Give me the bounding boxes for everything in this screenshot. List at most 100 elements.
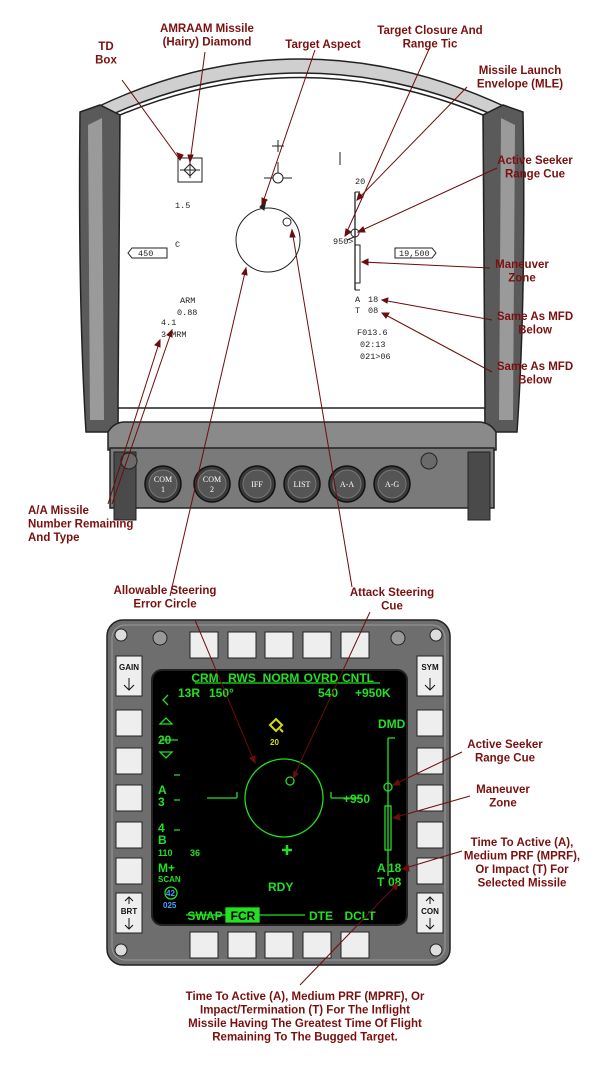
mfd-scale-up-icon <box>158 717 174 725</box>
arrow-missile-remaining-1 <box>154 338 161 348</box>
arrow-time-selected <box>400 864 410 872</box>
osb-left-3[interactable] <box>115 784 143 812</box>
leader-missile-remaining-2 <box>111 329 173 505</box>
brt-down-icon <box>124 918 134 930</box>
callout-amraam: AMRAAM Missile(Hairy) Diamond <box>160 23 254 49</box>
hud-button-list[interactable]: LIST <box>283 465 321 503</box>
osb-bottom-1[interactable] <box>189 931 219 959</box>
mfd-azimuth: 150° <box>209 686 234 700</box>
callout-line: Missile Launch <box>479 65 561 77</box>
hud-button-face <box>377 469 407 499</box>
mfd-assembly: GAIN SYM BRT CON <box>106 619 451 966</box>
hud-arm: ARM <box>180 296 195 306</box>
hud-fuel: F013.6 <box>357 328 388 338</box>
osb-left-5[interactable] <box>115 857 143 885</box>
callout-line: Selected Missile <box>478 878 567 890</box>
con-down-icon <box>425 918 435 930</box>
leader-asec-mfd <box>194 619 256 764</box>
leader-mle <box>356 86 468 201</box>
leader-lines <box>107 46 498 986</box>
callout-line: Time To Active (A), Medium PRF (MPRF), O… <box>186 991 425 1003</box>
osb-right-2[interactable] <box>416 747 444 775</box>
osb-top-1[interactable] <box>189 631 219 659</box>
leader-attack-hud <box>291 229 353 588</box>
hud-right-knob[interactable] <box>420 452 438 470</box>
arrow-maneuver-hud <box>360 258 369 266</box>
callout-line: Active Seeker <box>497 155 573 167</box>
arrow-mle <box>356 192 364 201</box>
hud-button-label: A-A <box>340 480 354 489</box>
mfd-bottom-label-fcr: FCR <box>231 909 256 923</box>
mfd-knob-tl[interactable] <box>152 630 168 646</box>
osb-bottom-2[interactable] <box>227 931 257 959</box>
hud-button-iff[interactable]: IFF <box>238 465 276 503</box>
callout-line: Envelope (MLE) <box>477 79 563 91</box>
callout-line: Range Cue <box>475 753 535 765</box>
callout-line: Range Cue <box>505 169 565 181</box>
mfd-osb-set <box>115 631 444 959</box>
osb-right-1[interactable] <box>416 709 444 737</box>
osb-right-5[interactable] <box>416 857 444 885</box>
osb-top-4[interactable] <box>302 631 332 659</box>
mfd-range: 13R <box>178 686 200 700</box>
osb-left-1[interactable] <box>115 709 143 737</box>
callout-line: Missile Having The Greatest Time Of Flig… <box>188 1018 422 1030</box>
arrow-attack-mfd <box>292 770 299 780</box>
leader-attack-mfd <box>292 611 371 779</box>
hud-button-label: LIST <box>294 480 311 489</box>
mfd-sel-t: 08 <box>388 875 402 889</box>
arrow-same-mfd-1 <box>380 297 389 304</box>
mfd-bottom-label-dte: DTE <box>309 909 333 923</box>
callout-time-inflight: Time To Active (A), Medium PRF (MPRF), O… <box>186 991 425 1044</box>
osb-top-2[interactable] <box>227 631 257 659</box>
callout-line: Zone <box>489 798 516 810</box>
callout-line: Attack Steering <box>350 587 434 599</box>
hud-scale-top: 20 <box>355 177 365 187</box>
leader-seeker-mfd <box>392 751 463 786</box>
hud-right-bracket <box>467 451 491 521</box>
hud-missile-count: 4.1 <box>161 318 176 328</box>
arrow-asec-mfd <box>249 755 256 765</box>
hud-button-label: COM <box>154 475 172 484</box>
mfd-top-label-norm: NORM <box>263 671 300 685</box>
mfd-a-label: A <box>158 783 167 797</box>
hud-button-ag[interactable]: A-G <box>373 465 411 503</box>
mfd-maneuver-zone <box>384 805 392 851</box>
mfd-mscan: M+ <box>158 861 175 875</box>
arrow-target-aspect <box>261 197 268 207</box>
osb-right-4[interactable] <box>416 821 444 849</box>
hud-right-highlight <box>499 118 515 420</box>
osb-right-3[interactable] <box>416 784 444 812</box>
mfd-dmd: DMD <box>378 717 406 731</box>
arrow-seeker-hud <box>356 226 366 233</box>
mfd-attack-steering-cue <box>285 776 295 786</box>
mfd-screw-bl <box>114 943 128 957</box>
osb-left-2[interactable] <box>115 747 143 775</box>
hud-mode-c: C <box>175 240 180 250</box>
hud-button-aa[interactable]: A-A <box>328 465 366 503</box>
mfd-closure-cue: +950 <box>343 792 370 806</box>
hud-missile-type: 3 MRM <box>161 330 187 340</box>
osb-bottom-5[interactable] <box>340 931 370 959</box>
hud-range-tic <box>346 236 355 241</box>
hud-button-face <box>148 469 178 499</box>
osb-bottom-4[interactable] <box>302 931 332 959</box>
mfd-knob-tr[interactable] <box>390 630 406 646</box>
mfd-ownship-cross <box>282 845 292 855</box>
osb-bottom-3[interactable] <box>264 931 294 959</box>
mfd-allowable-steering-error-circle <box>244 758 324 838</box>
mfd-scan: SCAN <box>158 875 181 884</box>
osb-left-4[interactable] <box>115 821 143 849</box>
osb-top-3[interactable] <box>264 631 294 659</box>
